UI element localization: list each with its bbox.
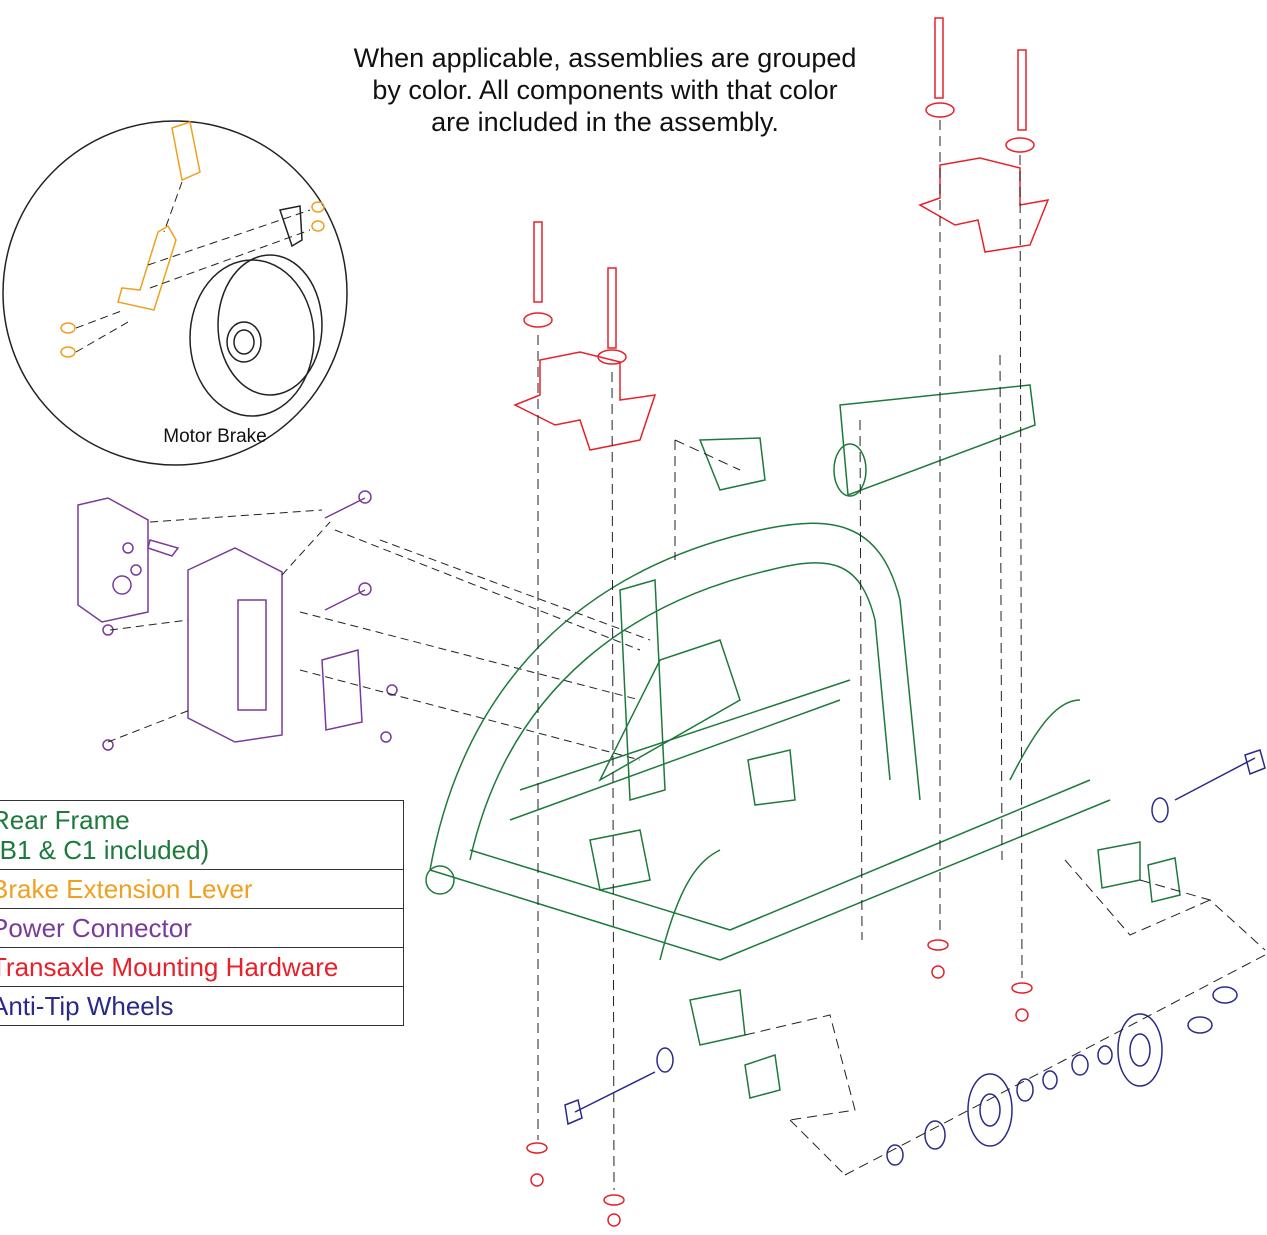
anti-tip-dash-lines [744,859,1266,1176]
motor-brake-drum [189,205,323,417]
legend-row-transaxle-mounting-hardware: Transaxle Mounting Hardware [0,948,403,987]
motor-brake-dash-lines [75,181,311,353]
note-line: are included in the assembly. [431,107,779,137]
mounting-dash-lines [537,120,1023,1191]
legend-label: Anti-Tip Wheels [0,991,174,1021]
power-connector-assembly [77,490,398,751]
rear-frame [425,384,1181,1099]
legend-row-brake-extension-lever: Brake Extension Lever [0,870,403,909]
legend-label: Transaxle Mounting Hardware [0,952,339,982]
motor-brake-label: Motor Brake [163,426,267,447]
legend-label: (B1 & C1 included) [0,835,210,865]
legend-row-anti-tip-wheels: Anti-Tip Wheels [0,987,403,1025]
assembly-legend: Rear Frame (B1 & C1 included) Brake Exte… [0,800,404,1026]
motor-brake-callout [2,120,348,466]
brake-extension-lever [60,121,325,358]
legend-label: Rear Frame [0,805,130,835]
legend-row-rear-frame: Rear Frame (B1 & C1 included) [0,801,403,870]
power-connector-dash-lines [107,509,651,761]
note-line: When applicable, assemblies are grouped [353,43,857,73]
legend-label: Brake Extension Lever [0,874,253,904]
anti-tip-wheels [564,749,1266,1166]
note-line: by color. All components with that color [372,75,838,105]
transaxle-mounting-hardware [513,17,1050,1227]
legend-label: Power Connector [0,913,192,943]
assembly-color-note: When applicable, assemblies are grouped … [290,42,920,138]
legend-row-power-connector: Power Connector [0,909,403,948]
